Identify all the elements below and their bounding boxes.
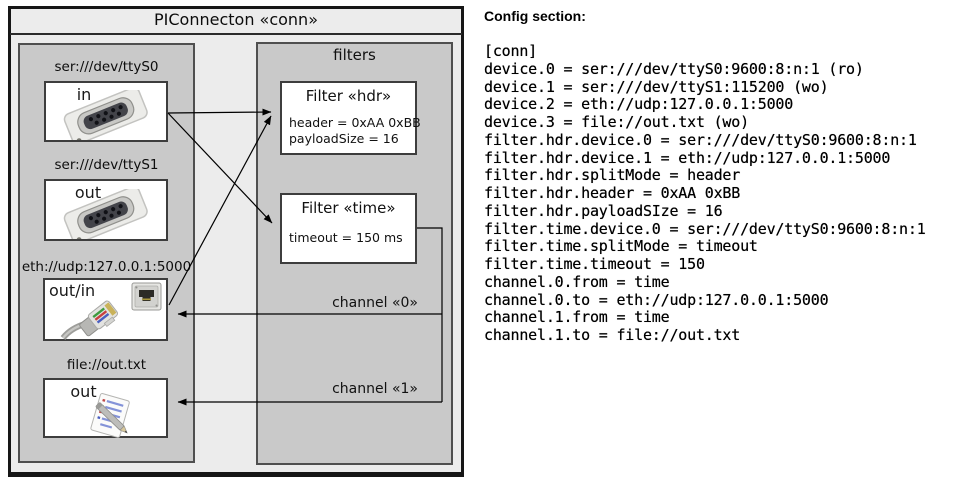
- serial-connector-image: [63, 189, 148, 239]
- device-direction: in: [76, 85, 92, 104]
- channel-0-label: channel «0»: [332, 295, 418, 311]
- device-label-ttyS0: ser:///dev/ttyS0: [54, 59, 159, 75]
- device-box-ttyS0: in: [44, 81, 168, 142]
- serial-connector-image: [63, 90, 148, 140]
- filter-hdr-title: Filter «hdr»: [305, 87, 392, 105]
- device-label-ttyS1: ser:///dev/ttyS1: [54, 157, 159, 173]
- diagram-title: PIConnecton «conn»: [154, 10, 318, 29]
- config-section-heading: Config section:: [484, 8, 586, 24]
- title-separator-line: [10, 33, 462, 35]
- device-box-ttyS1: out: [44, 179, 168, 241]
- device-box-file: out: [43, 378, 168, 438]
- device-direction: out: [74, 183, 102, 202]
- filter-time-title: Filter «time»: [301, 199, 396, 217]
- config-text: [conn] device.0 = ser:///dev/ttyS0:9600:…: [484, 42, 926, 344]
- filter-time-box: Filter «time» timeout = 150 ms: [280, 193, 417, 264]
- device-label-file: file://out.txt: [66, 357, 147, 373]
- ethernet-plug-image: [60, 300, 119, 340]
- filter-hdr-params: header = 0xAA 0xBB payloadSize = 16: [289, 115, 421, 146]
- channel-1-label: channel «1»: [332, 381, 418, 397]
- device-direction: out: [70, 382, 97, 401]
- filters-panel-title: filters: [333, 46, 376, 64]
- filter-time-params: timeout = 150 ms: [289, 230, 403, 245]
- device-label-eth: eth://udp:127.0.0.1:5000: [21, 259, 192, 275]
- filter-hdr-box: Filter «hdr» header = 0xAA 0xBB payloadS…: [280, 81, 421, 155]
- device-box-eth: out/in: [43, 278, 168, 341]
- device-direction: out/in: [49, 281, 96, 300]
- ethernet-jack-icon: [131, 282, 162, 311]
- notes-icon: [90, 393, 130, 438]
